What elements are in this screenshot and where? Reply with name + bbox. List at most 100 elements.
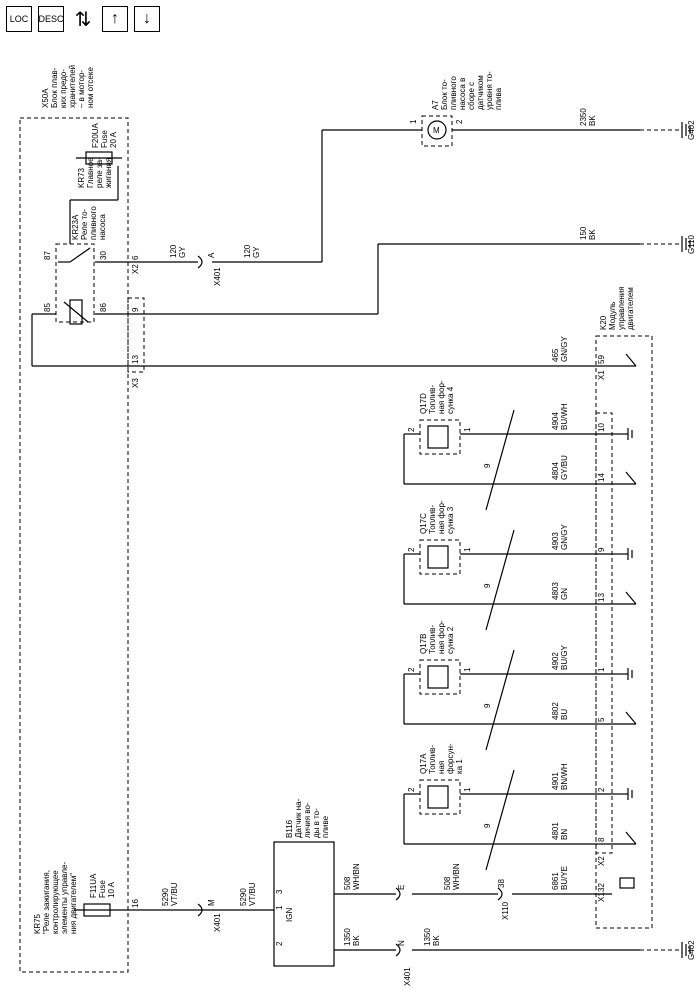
svg-text:9: 9 (483, 583, 492, 588)
wire-150 (95, 243, 682, 315)
svg-text:BK: BK (588, 229, 597, 240)
desc-button[interactable]: DESC (38, 6, 64, 32)
svg-text:GN/GY: GN/GY (560, 524, 569, 550)
svg-text:8: 8 (597, 837, 606, 842)
svg-text:4803: 4803 (551, 582, 560, 600)
svg-text:хранителей: хранителей (68, 65, 77, 108)
svg-text:личия во-: личия во- (303, 802, 312, 838)
wire-120 (95, 129, 360, 263)
svg-text:BK: BK (352, 935, 361, 946)
svg-text:E: E (397, 885, 406, 890)
x3-label: X3 (131, 378, 140, 388)
ign-label: IGN (285, 908, 294, 922)
svg-text:1350: 1350 (343, 928, 352, 946)
svg-text:6: 6 (131, 255, 140, 260)
svg-text:4903: 4903 (551, 532, 560, 550)
svg-text:X110: X110 (501, 901, 510, 920)
svg-text:двигателем: двигателем (626, 287, 635, 330)
svg-text:85: 85 (43, 303, 52, 312)
kr23a-coil (69, 299, 83, 325)
svg-text:Топлив-: Топлив- (428, 625, 437, 654)
x401-e-connector (395, 887, 401, 901)
b116-label: B116 Датчик на- личия во- ды в то- пливе (285, 798, 330, 838)
svg-text:A: A (207, 252, 216, 258)
up-button[interactable]: ↑ (102, 6, 128, 32)
svg-text:форсун-: форсун- (446, 743, 455, 774)
ecm-switches (612, 353, 637, 889)
arrow-down-icon: ↓ (143, 10, 151, 27)
loc-button[interactable]: LOC (6, 6, 32, 32)
svg-text:150: 150 (579, 226, 588, 240)
svg-text:508: 508 (343, 876, 352, 890)
svg-text:6861: 6861 (551, 872, 560, 890)
svg-text:4802: 4802 (551, 702, 560, 720)
svg-text:30: 30 (99, 251, 108, 260)
svg-text:ния двигателем": ния двигателем" (69, 873, 78, 934)
svg-text:Главное: Главное (86, 157, 95, 188)
x50a-label: X50A Блок плав- ких предо- хранителей – … (41, 65, 95, 108)
svg-text:1350: 1350 (423, 928, 432, 946)
svg-text:Fuse: Fuse (98, 880, 107, 898)
svg-text:Модуль: Модуль (608, 302, 617, 330)
svg-text:BU/WH: BU/WH (560, 403, 569, 430)
kr23a-relay (55, 243, 95, 323)
svg-text:3: 3 (275, 889, 284, 894)
svg-text:2350: 2350 (579, 108, 588, 126)
x401-n-connector (395, 943, 401, 957)
svg-text:BN: BN (560, 829, 569, 840)
svg-text:KR75: KR75 (33, 913, 42, 934)
svg-text:X401: X401 (213, 267, 222, 286)
svg-text:пливного: пливного (89, 206, 98, 240)
x110-connector (497, 887, 503, 901)
svg-text:ная фор-: ная фор- (437, 380, 446, 414)
svg-text:1: 1 (463, 667, 472, 672)
svg-text:жигания: жигания (104, 158, 113, 188)
svg-text:2: 2 (407, 787, 416, 792)
svg-text:9: 9 (597, 547, 606, 552)
svg-text:VT/BU: VT/BU (170, 882, 179, 906)
svg-text:G402: G402 (687, 120, 696, 140)
svg-text:ды в то-: ды в то- (312, 808, 321, 838)
x2-label-ecm: X2 (597, 856, 606, 866)
svg-text:GN: GN (560, 588, 569, 600)
a7-pump-module (421, 115, 453, 147)
svg-text:4902: 4902 (551, 652, 560, 670)
x401-label-m: X401 (213, 913, 222, 932)
svg-text:1: 1 (463, 427, 472, 432)
svg-text:1: 1 (463, 787, 472, 792)
x1-label-bot: X1 (597, 892, 606, 902)
svg-text:насоса в: насоса в (458, 78, 467, 110)
svg-text:BU/YE: BU/YE (560, 866, 569, 890)
svg-text:"Реле зажигания,: "Реле зажигания, (42, 870, 51, 934)
svg-text:5290: 5290 (239, 888, 248, 906)
x50a-fuse-block (19, 117, 129, 973)
svg-text:1: 1 (275, 905, 284, 910)
a7-label: A7 Блок то- пливного насоса в сборе с да… (431, 71, 503, 110)
x401-a-connector (197, 255, 203, 269)
kr23a-label: KR23A Реле то- пливного насоса (71, 206, 107, 240)
desc-icon: DESC (38, 14, 64, 24)
hierarchy-button[interactable]: ⇅ (70, 6, 96, 32)
down-button[interactable]: ↓ (134, 6, 160, 32)
svg-text:1: 1 (597, 667, 606, 672)
svg-text:Q17D: Q17D (419, 393, 428, 414)
svg-text:X401: X401 (403, 967, 412, 986)
svg-text:сборе с: сборе с (467, 82, 476, 110)
svg-text:BU: BU (560, 709, 569, 720)
svg-text:9: 9 (483, 463, 492, 468)
svg-text:F20UA: F20UA (91, 122, 100, 148)
svg-text:Блок плав-: Блок плав- (50, 67, 59, 108)
svg-text:KR23A: KR23A (71, 214, 80, 240)
svg-text:X3: X3 (131, 378, 140, 388)
svg-text:Q17A: Q17A (419, 753, 428, 774)
svg-text:G402: G402 (687, 940, 696, 960)
x1-label-top: X1 (597, 370, 606, 380)
svg-text:Топлив-: Топлив- (428, 745, 437, 774)
q17c-label: Q17C Топлив- ная фор- сунка 3 (419, 500, 455, 534)
svg-text:X2: X2 (597, 856, 606, 866)
svg-text:ка 1: ка 1 (455, 759, 464, 774)
ground-g402-bot: G402 (687, 940, 696, 960)
svg-text:ких предо-: ких предо- (59, 69, 68, 108)
svg-text:X1: X1 (597, 892, 606, 902)
k20-ecm-block (595, 335, 653, 929)
